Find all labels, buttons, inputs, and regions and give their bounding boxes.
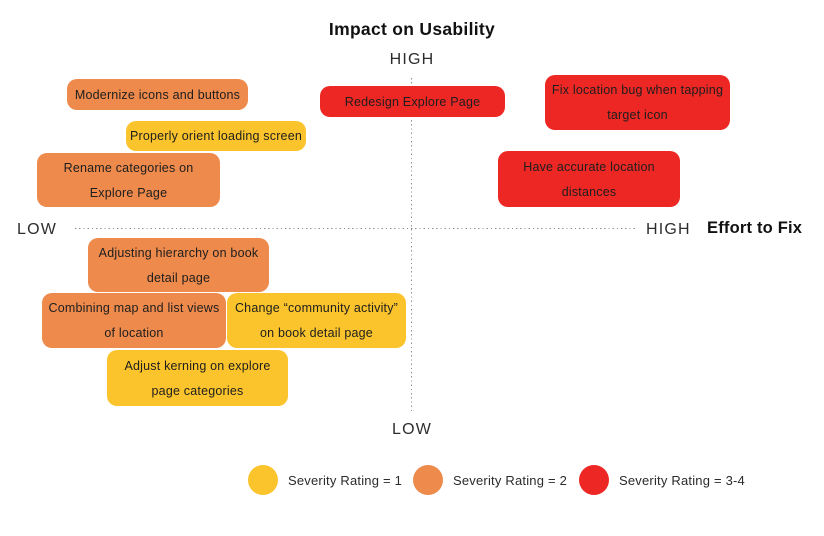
sticky-note-text: Modernize icons and buttons xyxy=(74,87,241,102)
legend-label: Severity Rating = 2 xyxy=(453,472,567,488)
sticky-note[interactable]: Redesign Explore Page xyxy=(320,86,505,117)
sticky-note-text: detail page xyxy=(146,270,211,285)
sticky-note-text: Combining map and list views xyxy=(48,301,220,315)
sticky-note[interactable]: Adjust kerning on explore page categories xyxy=(107,350,288,406)
sticky-note[interactable]: Modernize icons and buttons xyxy=(67,79,248,110)
sticky-note-text: Change “community activity” xyxy=(234,301,399,315)
legend-item: Severity Rating = 3-4 xyxy=(579,465,745,495)
sticky-note-text: Have accurate location xyxy=(523,159,655,174)
y-axis-low-label: LOW xyxy=(391,421,433,438)
sticky-note-text: Fix location bug when tapping xyxy=(551,83,724,97)
x-axis-dotted-line xyxy=(75,228,637,230)
legend-label: Severity Rating = 3-4 xyxy=(619,472,745,488)
sticky-note[interactable]: Adjusting hierarchy on book detail page xyxy=(88,238,269,292)
sticky-note-text: Adjust kerning on explore xyxy=(124,358,271,373)
sticky-note-text: Rename categories on xyxy=(63,160,194,175)
sticky-note-text: target icon xyxy=(607,108,668,122)
sticky-note[interactable]: Properly orient loading screen xyxy=(126,121,306,151)
sticky-note[interactable]: Change “community activity” on book detai… xyxy=(227,293,406,348)
sticky-note-text: page categories xyxy=(151,383,244,398)
sticky-note-text: of location xyxy=(104,326,164,340)
severity-color-dot-icon xyxy=(413,465,443,495)
sticky-note-text: on book detail page xyxy=(260,326,373,340)
sticky-note[interactable]: Have accurate location distances xyxy=(498,151,680,207)
sticky-note-text: Redesign Explore Page xyxy=(344,94,481,109)
sticky-note[interactable]: Rename categories on Explore Page xyxy=(37,153,220,207)
legend-item: Severity Rating = 1 xyxy=(248,465,402,495)
x-axis-title: Effort to Fix xyxy=(707,219,803,237)
chart-title: Impact on Usability xyxy=(328,19,496,39)
sticky-note[interactable]: Combining map and list views of location xyxy=(42,293,226,348)
y-axis-high-label: HIGH xyxy=(389,51,435,68)
sticky-note-text: Adjusting hierarchy on book xyxy=(98,245,259,260)
sticky-note-text: Properly orient loading screen xyxy=(129,129,303,143)
x-axis-high-label: HIGH xyxy=(646,221,691,238)
y-axis-dotted-line xyxy=(411,78,413,414)
sticky-note-text: distances xyxy=(561,184,617,199)
severity-color-dot-icon xyxy=(248,465,278,495)
severity-color-dot-icon xyxy=(579,465,609,495)
legend-label: Severity Rating = 1 xyxy=(288,472,402,488)
sticky-note-text: Explore Page xyxy=(89,185,168,200)
sticky-note[interactable]: Fix location bug when tapping target icon xyxy=(545,75,730,130)
legend-item: Severity Rating = 2 xyxy=(413,465,567,495)
x-axis-low-label: LOW xyxy=(17,221,58,238)
